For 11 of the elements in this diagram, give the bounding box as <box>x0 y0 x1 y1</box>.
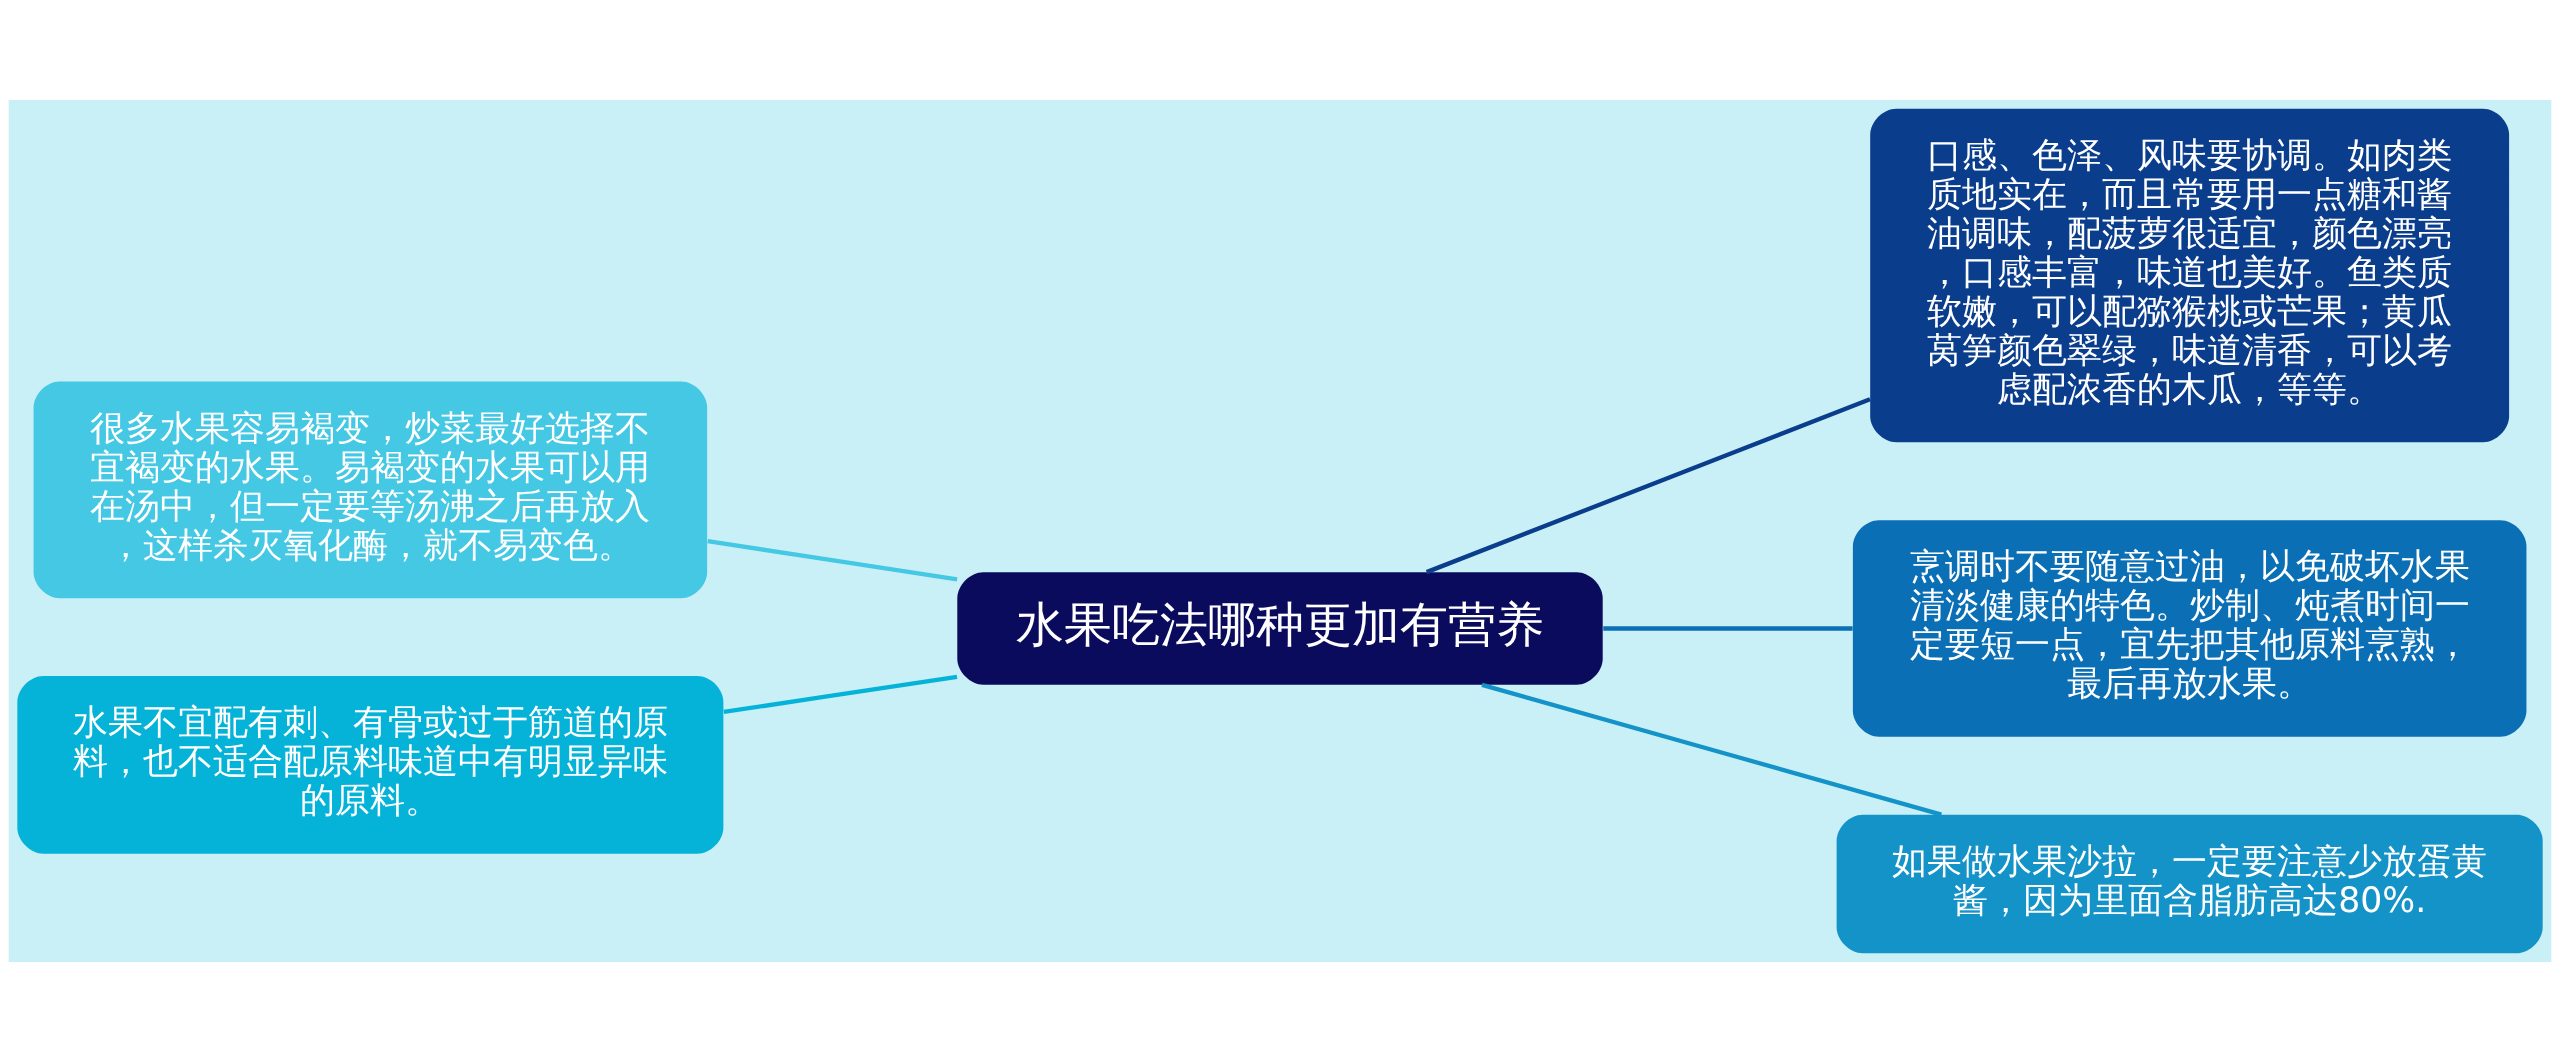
node-box: 口感、色泽、风味要协调。如肉类质地实在，而且常要用一点糖和酱油调味，配菠萝很适宜，颜色漂亮，口感丰富，味道也美好。鱼类质软嫩，可以配猕猴桃或芒果；黄瓜莴笋颜色翠绿，味道清香，可以考虑配浓香的木瓜，等等。 <box>1870 108 2510 442</box>
connector <box>1481 682 1942 817</box>
node-box: 很多水果容易褐变，炒菜最好选择不宜褐变的水果。易褐变的水果可以用在汤中，但一定要等汤沸之后再放入，这样杀灭氧化酶，就不易变色。 <box>33 381 708 598</box>
node-box: 如果做水果沙拉，一定要注意少放蛋黄酱，因为里面含脂肪高达80%. <box>1836 814 2543 953</box>
connector <box>707 538 958 581</box>
connector <box>1603 625 1853 631</box>
connector <box>1425 396 1871 574</box>
node-box: 水果不宜配有刺、有骨或过于筋道的原料，也不适合配原料味道中有明显异味的原料。 <box>17 675 724 854</box>
node-box: 烹调时不要随意过油，以免破坏水果清淡健康的特色。炒制、炖煮时间一定要短一点，宜先把其他原料烹熟，最后再放水果。 <box>1852 519 2527 737</box>
connector <box>723 674 958 714</box>
node-box: 水果吃法哪种更加有营养 <box>957 571 1603 685</box>
